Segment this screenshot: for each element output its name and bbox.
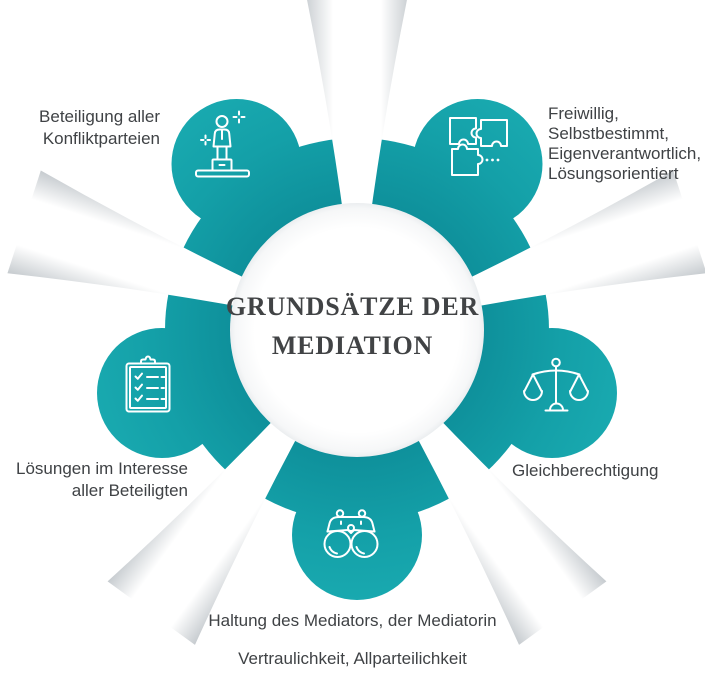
puzzle-pieces-icon <box>449 117 508 176</box>
checklist-clipboard-icon <box>125 355 171 413</box>
binoculars-icon <box>323 509 379 558</box>
balance-scale-icon <box>523 357 589 412</box>
label-confidentiality: Vertraulichkeit, Allparteilichkeit <box>238 649 467 668</box>
diagram-title: GRUNDSÄTZE DER MEDIATION <box>225 292 480 360</box>
bulb-left <box>97 328 227 458</box>
center-disc <box>230 203 484 457</box>
label-solutions: Lösungen im Interesse aller Beteiligten <box>16 459 188 500</box>
label-voluntary: Freiwillig, Selbstbestimmt, Eigenverantw… <box>548 104 702 183</box>
label-participation: Beteiligung aller Konfliktparteien <box>39 107 160 148</box>
bulb-right <box>487 328 617 458</box>
bulb-bottom <box>292 470 422 600</box>
person-on-podium-icon <box>195 110 250 178</box>
bulb-top-left <box>171 99 302 229</box>
label-mediator-attitude: Haltung des Mediators, der Mediatorin <box>208 611 497 630</box>
label-equality: Gleichberechtigung <box>512 461 659 480</box>
